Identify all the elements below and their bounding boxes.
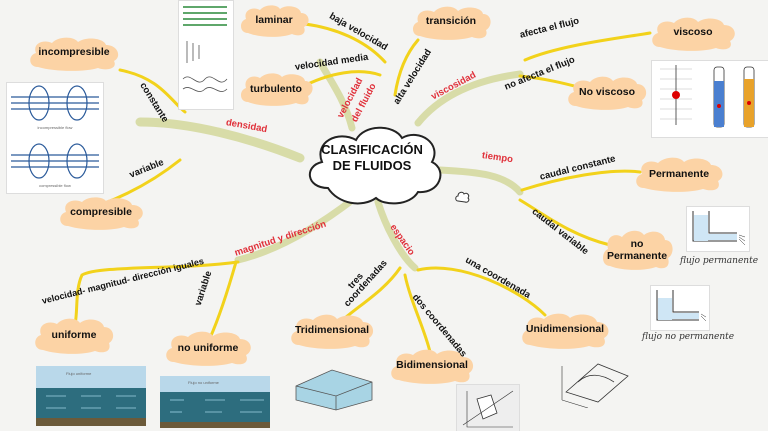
- link-laminar: [303, 22, 387, 64]
- flujo-uniforme-label: Flujo uniforme: [66, 371, 92, 376]
- image-viscous-fluid: [651, 60, 768, 138]
- node-no-uniforme[interactable]: no uniforme: [162, 331, 254, 366]
- node-turbulento[interactable]: turbulento: [238, 73, 314, 106]
- link-transicion: [393, 38, 420, 97]
- node-tridimensional[interactable]: Tridimensional: [288, 314, 376, 349]
- no-permanente-line2: Permanente: [606, 250, 668, 262]
- node-laminar[interactable]: laminar: [238, 5, 310, 37]
- node-unidimensional[interactable]: Unidimensional: [518, 313, 612, 349]
- link-no-permanente: [518, 198, 612, 247]
- center-topic[interactable]: CLASIFICACIÓN DE FLUIDOS: [298, 118, 446, 210]
- caption-flujo-permanente: flujo permanente: [680, 256, 759, 266]
- branch-velocidad-line: [316, 58, 356, 132]
- branch-viscosidad-line: [414, 70, 524, 127]
- no-permanente-line1: no: [630, 238, 644, 250]
- image-bidimensional-flow: [456, 384, 520, 431]
- image-flujo-no-permanente: [650, 285, 710, 331]
- link-viscoso: [523, 31, 652, 62]
- branch-densidad-line: [135, 117, 305, 163]
- image-flujo-uniforme: Flujo uniforme: [36, 366, 146, 426]
- compressible-flow-caption: compressible flow: [39, 183, 71, 188]
- image-flujo-no-uniforme: Flujo no uniforme: [160, 376, 270, 428]
- flujo-no-uniforme-label: Flujo no uniforme: [188, 380, 220, 385]
- center-cloud-shape: [309, 126, 442, 205]
- link-unidimensional: [416, 266, 547, 317]
- node-bidimensional[interactable]: Bidimensional: [388, 349, 476, 384]
- center-title-line1: CLASIFICACIÓN: [321, 142, 423, 157]
- branch-magnitud-line: [234, 194, 359, 264]
- node-permanente[interactable]: Permanente: [632, 157, 726, 192]
- link-bidimensional: [403, 273, 432, 354]
- link-permanente: [520, 169, 642, 192]
- node-viscoso[interactable]: viscoso: [648, 17, 738, 51]
- image-laminar-turbulent-flow: [178, 0, 234, 110]
- image-tridimensional-flow: [292, 366, 376, 412]
- image-flujo-permanente: [686, 206, 750, 252]
- center-title-line2: DE FLUIDOS: [332, 158, 412, 173]
- node-compresible[interactable]: compresible: [56, 197, 146, 230]
- image-unidimensional-flow: [558, 352, 634, 408]
- link-no-uniforme: [208, 260, 238, 340]
- branch-espacio-line: [374, 198, 419, 272]
- link-tridimensional: [343, 266, 402, 320]
- caption-flujo-no-permanente: flujo no permanente: [642, 332, 735, 342]
- link-uniforme: [73, 260, 240, 327]
- node-transicion[interactable]: transición: [410, 6, 492, 40]
- small-cloud-icon: [455, 191, 470, 203]
- incompressible-flow-caption: incompressible flow: [38, 125, 73, 130]
- node-incompresible[interactable]: incompresible: [26, 37, 122, 71]
- node-no-viscoso[interactable]: No viscoso: [565, 76, 649, 110]
- image-incompressible-compressible-flow: incompressible flow compressible flow: [6, 82, 104, 194]
- branch-tiempo-line: [436, 166, 524, 196]
- node-no-permanente[interactable]: no Permanente: [600, 230, 674, 270]
- node-uniforme[interactable]: uniforme: [32, 318, 116, 354]
